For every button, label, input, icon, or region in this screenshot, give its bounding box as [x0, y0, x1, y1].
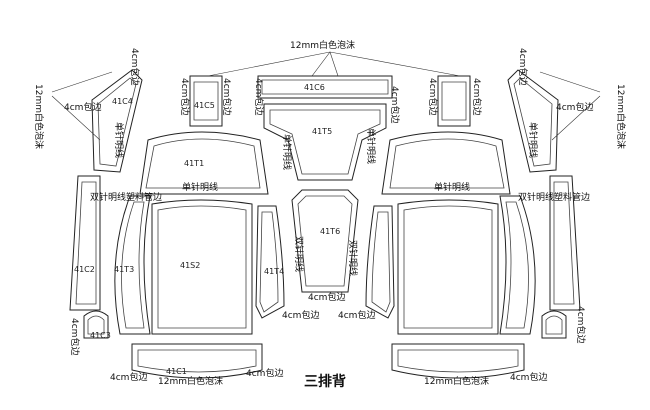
piece-41t4-mirror — [365, 205, 395, 319]
piece-41c1-mirror — [391, 343, 525, 379]
single-stitch-c4-right: 单针明线 — [527, 122, 539, 158]
single-stitch-t5-right: 单针明线 — [365, 128, 377, 164]
foam-right-label-vertical: 12mm白色泡沫 — [615, 84, 627, 149]
edge-label-c3-left: 4cm包边 — [69, 318, 81, 355]
part-41c5-label: 41C5 — [194, 101, 215, 110]
foam-top-label: 12mm白色泡沫 — [290, 39, 355, 51]
part-41t4-label: 41T4 — [264, 267, 284, 276]
edge-label-t4-left: 4cm包边 — [282, 309, 319, 321]
piece-41c2 — [69, 175, 101, 311]
piece-41c4 — [91, 69, 143, 173]
piece-41c3 — [83, 310, 109, 339]
part-41c2-label: 41C2 — [74, 265, 95, 274]
edge-label-c3-right: 4cm包边 — [575, 306, 587, 343]
piece-41t1 — [139, 131, 269, 195]
edge-label-c5-left: 4cm包边 — [179, 78, 191, 115]
edge-label-t4-right: 4cm包边 — [338, 309, 375, 321]
edge-label-c6-right: 4cm包边 — [389, 86, 401, 123]
edge-label-c4-left: 4cm包边 — [129, 48, 141, 85]
part-41t1-label: 41T1 — [184, 159, 204, 168]
piece-41c6 — [257, 75, 393, 99]
single-stitch-t1-left: 单针明线 — [182, 181, 218, 193]
edge-label-c4-right: 4cm包边 — [517, 48, 529, 85]
double-stitch-t6-right: 双针明线 — [347, 240, 359, 276]
edge-label-c1-left-b: 4cm包边 — [246, 367, 283, 379]
edge-label-c6-left: 4cm包边 — [253, 78, 265, 115]
piece-41t1-mirror — [381, 131, 511, 195]
piece-41c5 — [189, 75, 223, 127]
double-stitch-tube-right-text: 双针明线塑料管边 — [518, 191, 590, 203]
foam-left-label: 12mm白色泡沫 — [33, 84, 45, 149]
part-41c6-label: 41C6 — [304, 83, 325, 92]
single-stitch-c4-left: 单针明线 — [113, 122, 125, 158]
part-41s2-label: 41S2 — [180, 261, 200, 270]
part-41t5-label: 41T5 — [312, 127, 332, 136]
edge-label-left-top: 4cm包边 — [64, 101, 101, 113]
edge-label-c1-right: 4cm包边 — [510, 371, 547, 383]
edge-label-c5-right: 4cm包边 — [427, 78, 439, 115]
piece-41c2-mirror — [549, 175, 581, 311]
piece-41s2 — [151, 199, 253, 335]
edge-label-c5-left-2: 4cm包边 — [221, 78, 233, 115]
foam-left-label-vertical: 12mm白色泡沫 — [33, 84, 45, 149]
edge-label-c1-left-a: 4cm包边 — [110, 371, 147, 383]
piece-41c1 — [131, 343, 263, 379]
part-41t3-label: 41T3 — [114, 265, 134, 274]
piece-41t4 — [255, 205, 285, 319]
edge-label-right-top: 4cm包边 — [556, 101, 593, 113]
foam-bottom-right-label: 12mm白色泡沫 — [424, 375, 489, 387]
leader-lines — [51, 51, 601, 141]
edge-label-c5-right-2: 4cm包边 — [471, 78, 483, 115]
part-41c4-label: 41C4 — [112, 97, 133, 106]
double-stitch-tube-left-text: 双针明线塑料管边 — [90, 191, 162, 203]
double-stitch-tube-left: 双针明线塑料管边 — [90, 191, 162, 203]
page-title: 三排背 — [304, 373, 346, 390]
foam-right-label: 12mm白色泡沫 — [615, 84, 627, 149]
piece-41t6 — [291, 189, 359, 293]
single-stitch-t1-right: 单针明线 — [434, 181, 470, 193]
piece-41t3-mirror — [499, 195, 536, 335]
piece-41t3 — [114, 195, 151, 335]
single-stitch-t5-left: 单针明线 — [281, 134, 293, 170]
double-stitch-tube-right: 双针明线塑料管边 — [518, 191, 590, 203]
piece-41c5-mirror — [437, 75, 471, 127]
part-41c1-label: 41C1 — [166, 367, 187, 376]
piece-41s2-mirror — [397, 199, 499, 335]
piece-41c3-mirror — [541, 310, 567, 339]
part-41c3-label: 41C3 — [90, 331, 111, 340]
piece-41c4-mirror — [507, 69, 559, 173]
piece-41t5 — [263, 103, 387, 181]
part-41t6-label: 41T6 — [320, 227, 340, 236]
edge-label-t6: 4cm包边 — [308, 291, 345, 303]
double-stitch-t6-left: 双针明线 — [293, 236, 305, 272]
foam-bottom-left-label: 12mm白色泡沫 — [158, 375, 223, 387]
